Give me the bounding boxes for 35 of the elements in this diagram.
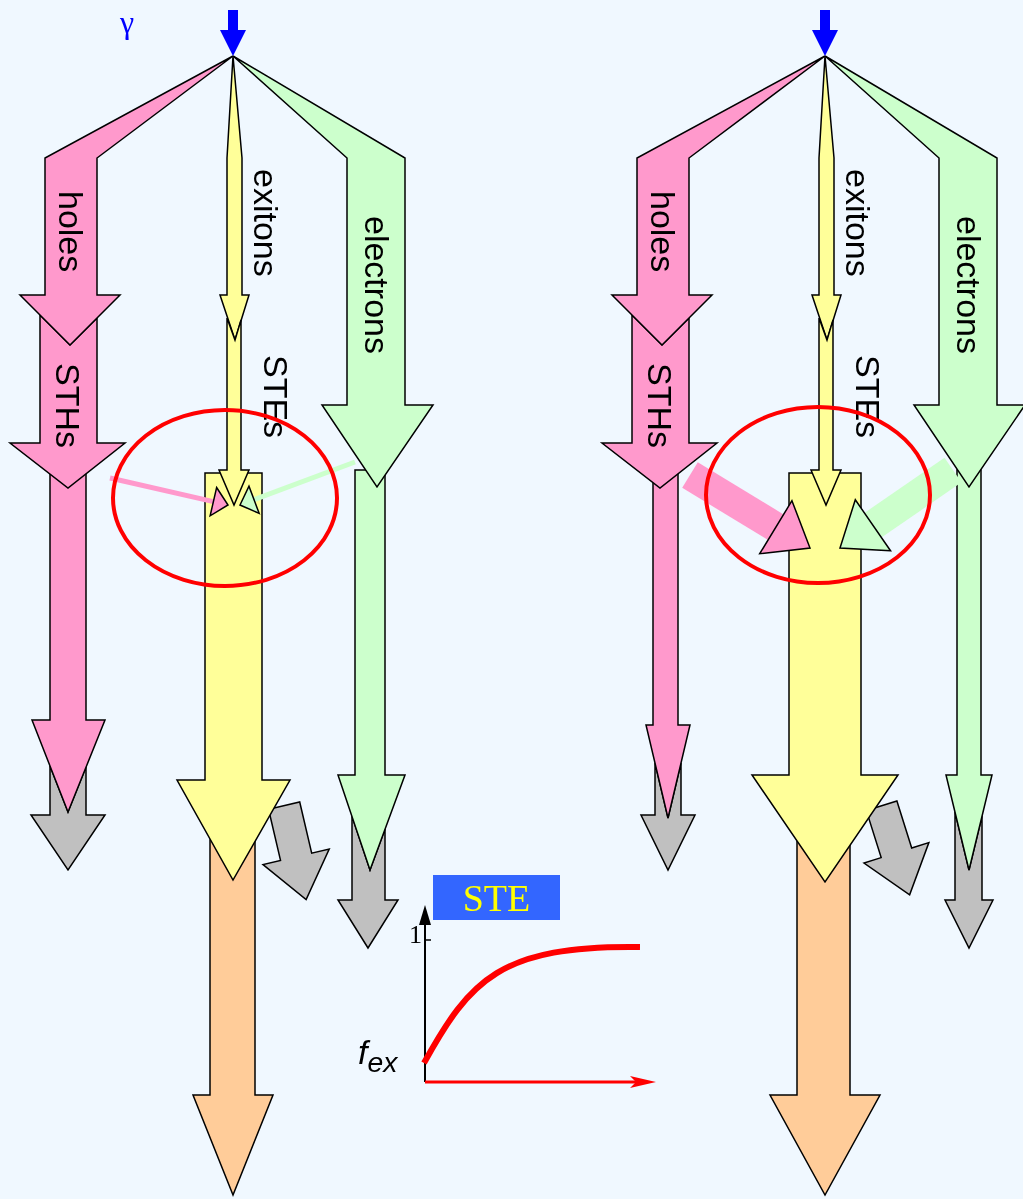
band-label: exitons — [838, 167, 878, 279]
flow-band — [338, 470, 405, 870]
flow-band — [31, 766, 105, 870]
flow-band — [193, 840, 273, 1195]
flow-band — [946, 470, 992, 870]
photon-label: γ — [120, 6, 135, 38]
flow-band — [612, 56, 825, 345]
flow-band — [338, 816, 398, 948]
axis-label: f$_{ex}$ — [358, 1035, 398, 1077]
flow-band — [602, 315, 717, 488]
band-label: exitons — [246, 167, 286, 279]
flow-band — [262, 802, 330, 900]
tick-label: 1 — [409, 922, 422, 948]
flow-band — [177, 473, 290, 880]
flow-band — [864, 801, 930, 895]
flow-band — [233, 56, 433, 487]
band-label: STEs — [848, 354, 888, 441]
band-label: electrons — [949, 215, 989, 356]
band-label: holes — [643, 190, 683, 275]
flow-band — [945, 812, 993, 948]
photon-arrow-icon — [220, 10, 246, 56]
band-label: holes — [51, 190, 91, 275]
flow-band — [10, 315, 125, 488]
label-box — [433, 875, 560, 920]
flow-band — [825, 56, 1023, 487]
flow-band — [20, 56, 233, 345]
band-label: STEs — [256, 354, 296, 441]
flow-band — [770, 840, 880, 1195]
band-label: electrons — [357, 215, 397, 356]
photon-arrow-icon — [812, 10, 838, 56]
band-label: STHs — [48, 362, 88, 450]
band-label: STHs — [640, 362, 680, 450]
box-title: STE — [461, 875, 532, 920]
flow-band — [641, 763, 695, 870]
flow-band — [752, 473, 898, 882]
